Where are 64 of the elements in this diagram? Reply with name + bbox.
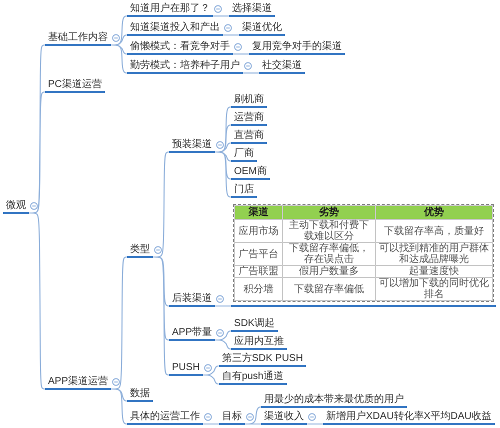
table-header: 优势 <box>376 206 493 220</box>
topic-label: 社交渠道 <box>259 60 305 74</box>
topic-label: 第三方SDK PUSH <box>218 353 306 367</box>
connector-line <box>153 256 170 376</box>
topic-label: 知道用户在那了？ <box>127 3 213 17</box>
topic-label: PUSH <box>169 362 203 376</box>
connector-line <box>111 44 128 74</box>
topic-label: 预装渠道 <box>169 139 216 153</box>
table-cell: 广告平台 <box>234 242 283 266</box>
connector-line <box>307 423 324 425</box>
connector-line <box>215 151 232 198</box>
table-cell: 积分墙 <box>234 278 283 300</box>
topic-label: 应用内互推 <box>231 336 288 350</box>
topic-label: 复用竞争对手的渠道 <box>249 41 345 55</box>
central-topic: 微观 <box>3 200 29 214</box>
connector-line <box>233 53 249 55</box>
comparison-table <box>231 202 496 307</box>
topic-label: OEM商 <box>231 166 270 180</box>
table-cell: 下载留存率偏低 <box>282 278 376 300</box>
topic-label: 偷懒模式：看竞争对手 <box>127 41 233 55</box>
table-cell: 可以找到精准的用户群体和达成品牌曝光 <box>376 242 493 266</box>
topic-label: SDK调起 <box>231 318 278 332</box>
topic-label: 目标 <box>219 411 246 425</box>
table-cell: 广告联盟 <box>234 266 283 278</box>
connector-line <box>215 305 232 307</box>
topic-label: 厂商 <box>231 148 258 162</box>
connector-line <box>202 374 219 385</box>
topic-label: 选择渠道 <box>229 3 275 17</box>
topic-label: 后装渠道 <box>169 293 216 307</box>
table-cell: 起量速度快 <box>376 266 493 278</box>
connector-line <box>243 72 259 74</box>
topic-label: 类型 <box>127 244 154 258</box>
connector-line <box>245 423 262 425</box>
connector-line <box>223 34 239 36</box>
table-cell: 可以增加下载的同时优化排名 <box>376 278 493 300</box>
topic-label: 门店 <box>231 184 258 198</box>
topic-label: 运营商 <box>231 112 268 126</box>
topic-label: 具体的运营工作 <box>127 411 204 425</box>
topic-label: 勤劳模式：培养种子用户 <box>127 60 243 74</box>
connector-line <box>215 339 232 350</box>
table-cell: 下载留存率高，质量好 <box>376 220 493 242</box>
connector-line <box>111 388 128 425</box>
table-cell: 假用户数量多 <box>282 266 376 278</box>
table-header: 渠道 <box>234 206 283 220</box>
connector-line <box>213 15 229 17</box>
topic-label: 直营商 <box>231 130 268 144</box>
topic-label: 渠道优化 <box>239 22 285 36</box>
topic-label: 基础工作内容 <box>45 32 111 46</box>
topic-label: 新增用户XDAU转化率X平均DAU收益 <box>323 411 495 425</box>
topic-label: 渠道收入 <box>261 411 308 425</box>
topic-label: APP渠道运营 <box>45 376 112 390</box>
connector-line <box>203 423 220 425</box>
table-cell: 应用市场 <box>234 220 283 242</box>
topic-label: 自有push通道 <box>218 371 286 385</box>
topic-label: 数据 <box>127 388 154 402</box>
table-header: 劣势 <box>282 206 376 220</box>
table-cell: 下载留存率偏低，存在误点击 <box>282 242 376 266</box>
topic-label: APP带量 <box>169 327 216 341</box>
topic-label: 刷机商 <box>231 94 268 108</box>
table-cell: 主动下载和付费下载难以区分 <box>282 220 376 242</box>
connector-line <box>29 212 46 390</box>
topic-label: 用最少的成本带来最优质的用户 <box>261 394 408 408</box>
topic-label: 知道渠道投入和产出 <box>127 22 223 36</box>
topic-label: PC渠道运营 <box>45 79 105 93</box>
